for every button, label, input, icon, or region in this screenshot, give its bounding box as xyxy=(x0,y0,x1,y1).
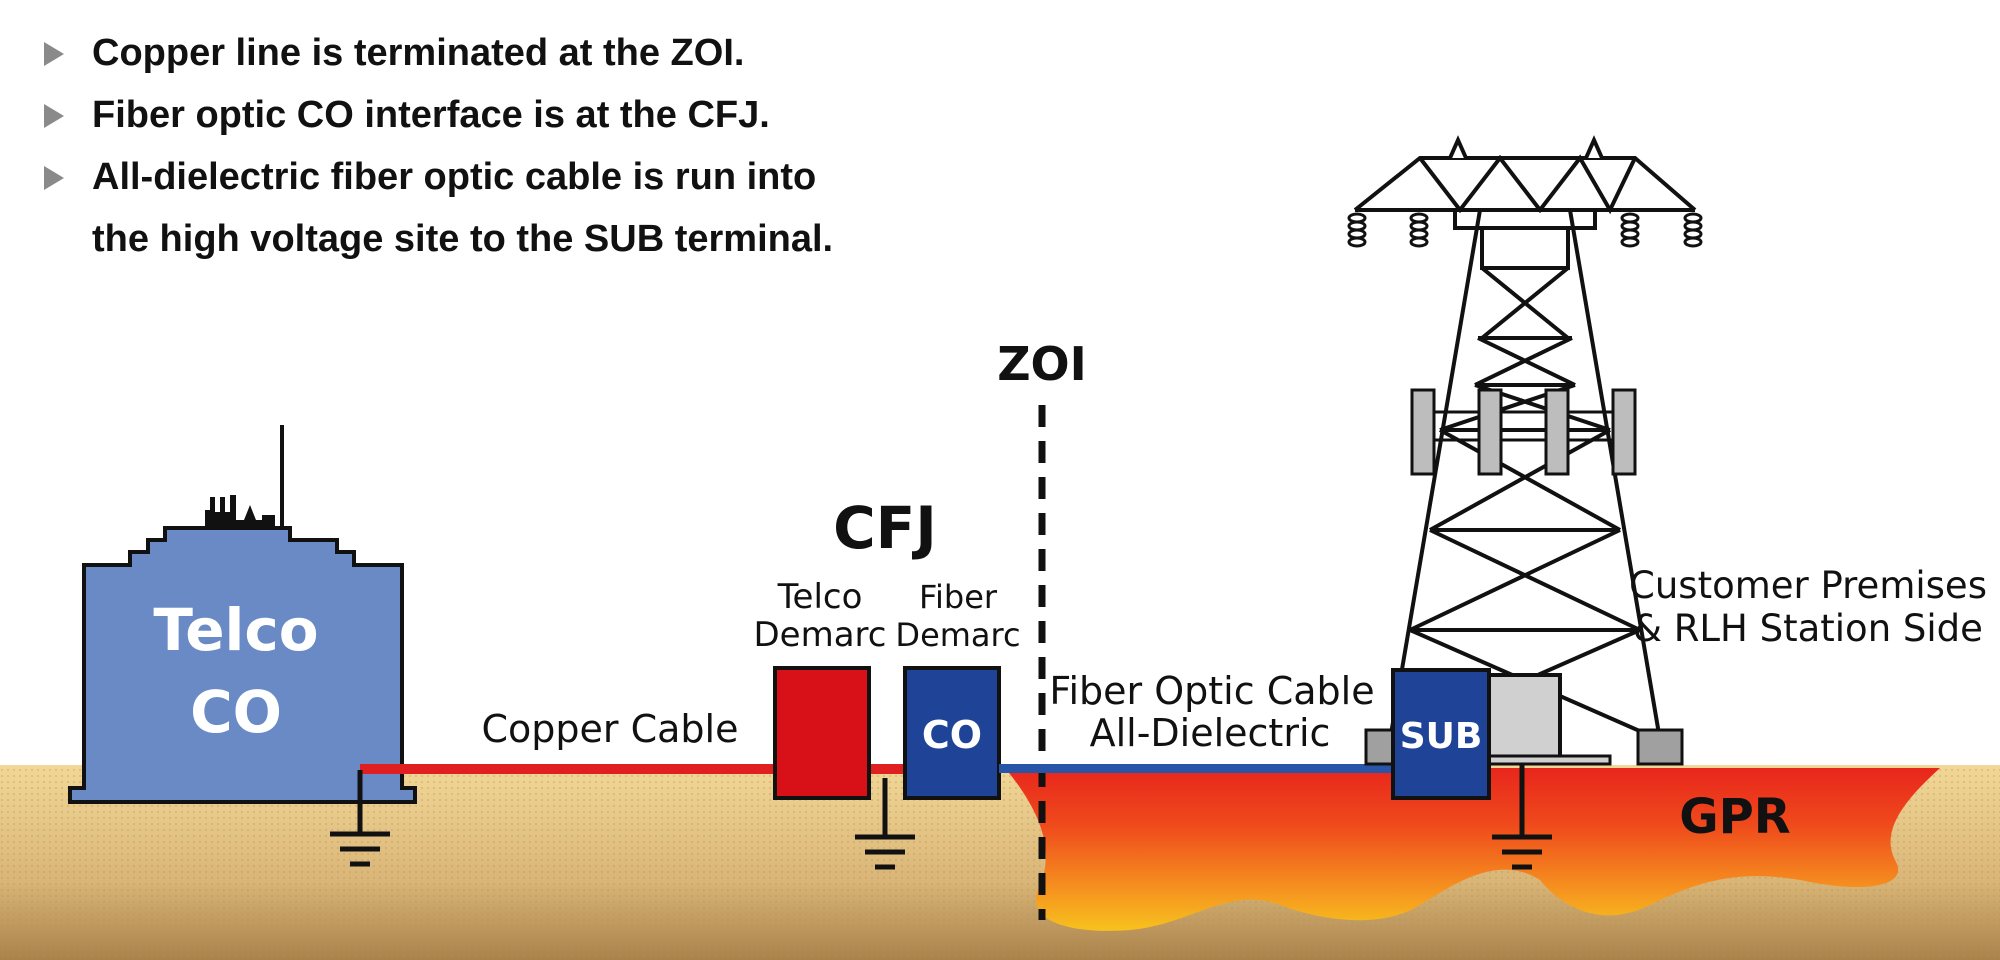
triangle-bullet-icon xyxy=(44,42,64,66)
bullet-item: Fiber optic CO interface is at the CFJ. xyxy=(40,84,940,146)
copper-cable xyxy=(360,764,780,774)
gpr-label: GPR xyxy=(1679,789,1791,845)
zoi-label: ZOI xyxy=(997,337,1087,391)
bullet-item: All-dielectric fiber optic cable is run … xyxy=(40,146,940,270)
antenna-panel xyxy=(1544,388,1570,476)
equipment-pad xyxy=(1483,754,1612,766)
bullet-list: Copper line is terminated at the ZOI. Fi… xyxy=(40,22,940,270)
telco-co-label-line1: Telco xyxy=(153,596,318,664)
bullet-text: All-dielectric fiber optic cable is run … xyxy=(92,156,817,198)
gpr-zone xyxy=(1005,768,1940,931)
fiber-demarc-box xyxy=(903,666,1001,800)
antenna-panels xyxy=(1410,388,1637,476)
insulator-icons xyxy=(1347,212,1703,248)
fiber-optic-cable xyxy=(999,764,1399,773)
antenna-panel xyxy=(1410,388,1436,476)
building-roof-equipment xyxy=(205,495,275,528)
telco-co-building: Telco CO xyxy=(68,425,417,804)
fiber-demarc-label-line2: Demarc xyxy=(895,616,1020,654)
insulator-icon xyxy=(1620,212,1640,248)
ground-symbol-icon xyxy=(855,778,915,870)
customer-premises-label-line1: Customer Premises xyxy=(1629,564,1987,607)
triangle-bullet-icon xyxy=(44,104,64,128)
ground-symbol-icon xyxy=(330,770,390,867)
bullet-text: Fiber optic CO interface is at the CFJ. xyxy=(92,94,770,136)
equipment-shelter xyxy=(1483,673,1562,762)
insulator-icon xyxy=(1409,212,1429,248)
bullet-text: Copper line is terminated at the ZOI. xyxy=(92,32,745,74)
cfj-label: CFJ xyxy=(833,494,937,562)
bullet-item: Copper line is terminated at the ZOI. xyxy=(40,22,940,84)
fiber-cable-label-line1: Fiber Optic Cable xyxy=(1049,669,1374,713)
fiber-demarc-label-line1: Fiber xyxy=(919,578,998,616)
customer-premises-label-line2: & RLH Station Side xyxy=(1633,607,1983,650)
triangle-bullet-icon xyxy=(44,166,64,190)
telco-demarc-label-line1: Telco xyxy=(777,577,863,617)
copper-cable-to-fiber-demarc xyxy=(866,764,906,774)
insulator-icon xyxy=(1683,212,1703,248)
co-box-label: CO xyxy=(922,713,982,757)
sub-terminal-box xyxy=(1391,668,1491,800)
antenna-panel xyxy=(1611,388,1637,476)
tower-footing-right xyxy=(1636,728,1684,766)
insulator-icon xyxy=(1347,212,1367,248)
fiber-cable-label-line2: All-Dielectric xyxy=(1090,711,1331,755)
telco-demarc-label-line2: Demarc xyxy=(754,615,887,655)
sub-box-label: SUB xyxy=(1400,716,1483,757)
telco-co-body xyxy=(68,526,417,804)
telco-demarc-box xyxy=(773,666,871,800)
antenna-panel xyxy=(1477,388,1503,476)
ground-symbol-icon xyxy=(1492,764,1552,870)
telco-co-label-line2: CO xyxy=(190,678,282,746)
bullet-text-line2: the high voltage site to the SUB termina… xyxy=(92,218,834,260)
copper-cable-label: Copper Cable xyxy=(482,707,739,751)
